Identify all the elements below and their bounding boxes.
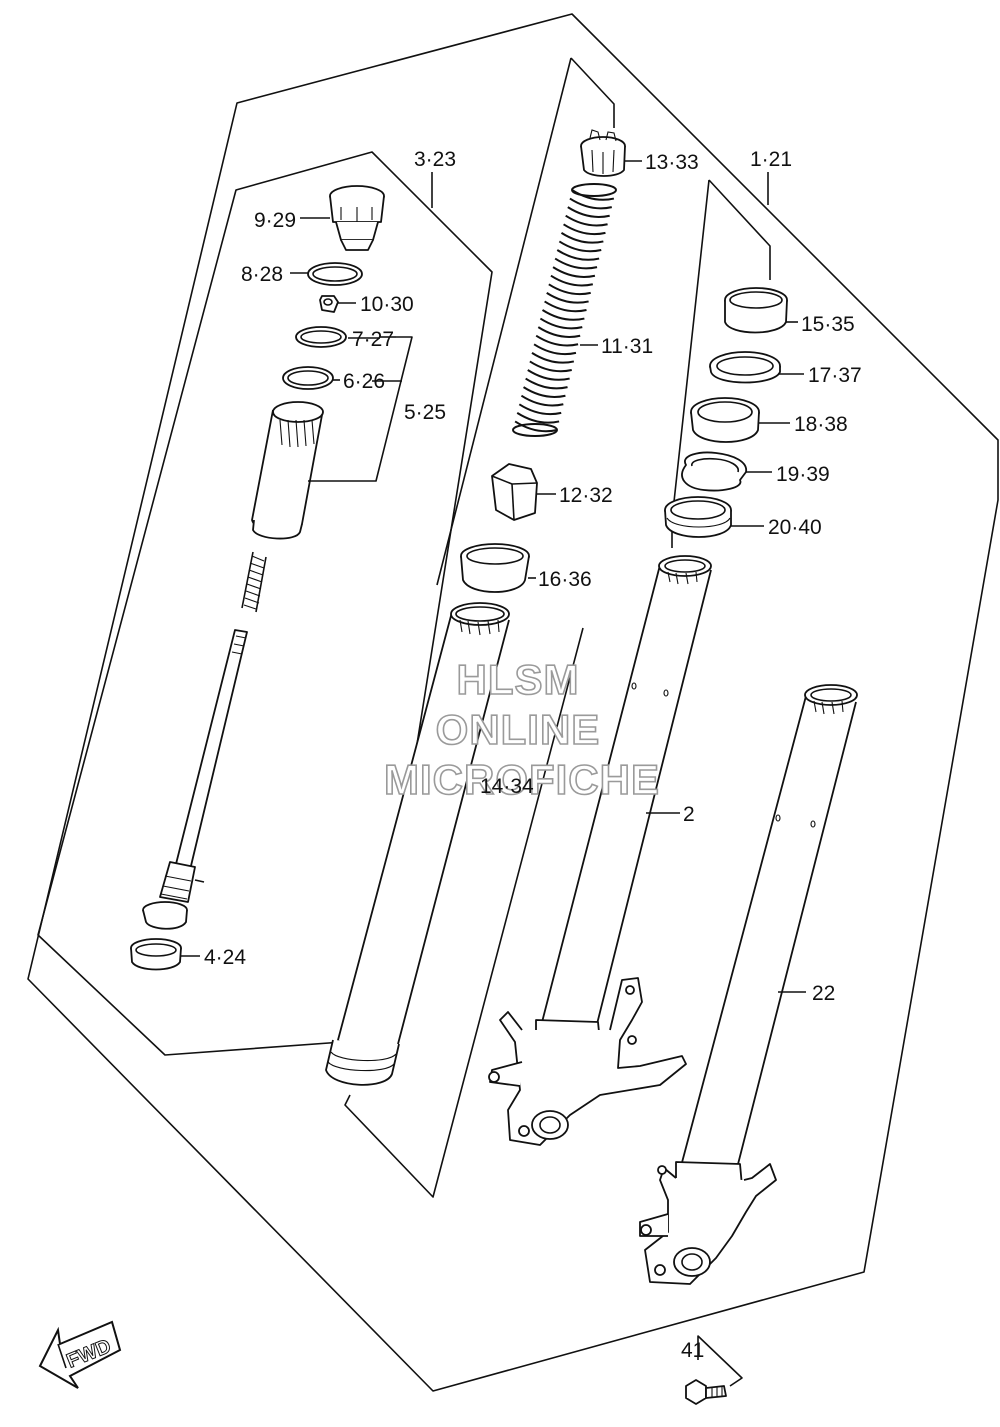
label-12-32: 12·32 [559, 484, 613, 507]
part-outer-tube [325, 602, 510, 1086]
label-20-40: 20·40 [768, 516, 822, 539]
outer-tube-frame [570, 57, 615, 128]
outer-tube-frame-bottom [344, 627, 584, 1198]
label-17-37: 17·37 [808, 364, 862, 387]
label-4-24: 4·24 [204, 946, 246, 969]
bracket-41 [697, 1335, 743, 1387]
watermark-line2: ONLINE [436, 706, 601, 753]
part-small-spring [241, 551, 267, 613]
label-6-26: 6·26 [343, 370, 385, 393]
part-inner-tube-2 [488, 555, 712, 1146]
fwd-arrow-icon: FWD [38, 1320, 122, 1389]
part-bushing-15 [724, 287, 788, 334]
part-spacer [491, 463, 538, 521]
spring-top-coil [571, 183, 617, 197]
part-adjuster [580, 129, 626, 177]
part-ring-4 [130, 938, 182, 971]
label-14-34: 14·34 [480, 775, 534, 798]
spring-coils [514, 189, 615, 433]
label-41: 41 [681, 1339, 704, 1362]
leader-lines [180, 160, 806, 993]
label-16-36: 16·36 [538, 568, 592, 591]
label-19-39: 19·39 [776, 463, 830, 486]
label-13-33: 13·33 [645, 151, 699, 174]
label-2: 2 [683, 803, 695, 826]
part-oil-seal [690, 397, 760, 443]
outer-tube-frame-left [436, 57, 572, 586]
label-9-29: 9·29 [254, 209, 296, 232]
watermark-line3: MICROFICHE [384, 756, 660, 803]
part-damper-rod [142, 629, 248, 930]
part-cartridge-tube [251, 401, 324, 540]
right-leg-frame-side [671, 179, 710, 548]
label-11-31: 11·31 [601, 335, 653, 358]
part-bushing-16 [460, 543, 530, 593]
part-main-spring [512, 183, 617, 437]
outer-frame [27, 13, 999, 1392]
label-7-27: 7·27 [352, 328, 394, 351]
label-1-21: 1·21 [750, 148, 792, 171]
part-bolt-41 [685, 1379, 727, 1405]
part-washer-17 [709, 351, 781, 384]
label-18-38: 18·38 [794, 413, 848, 436]
part-cap-bolt [329, 185, 385, 251]
part-dust-seal [664, 496, 732, 538]
label-15-35: 15·35 [801, 313, 855, 336]
part-small-nut [319, 295, 339, 313]
part-ring-7 [295, 326, 347, 348]
part-circlip [681, 451, 747, 492]
spring-bottom-coil [512, 423, 558, 437]
label-22: 22 [812, 982, 835, 1005]
label-10-30: 10·30 [360, 293, 414, 316]
label-5-25: 5·25 [404, 401, 446, 424]
label-8-28: 8·28 [241, 263, 283, 286]
part-inner-tube-22 [639, 684, 858, 1285]
watermark-line1: HLSM [457, 656, 580, 703]
right-leg-frame [708, 179, 771, 280]
label-3-23: 3·23 [414, 148, 456, 171]
bracket-5-25 [308, 336, 413, 482]
